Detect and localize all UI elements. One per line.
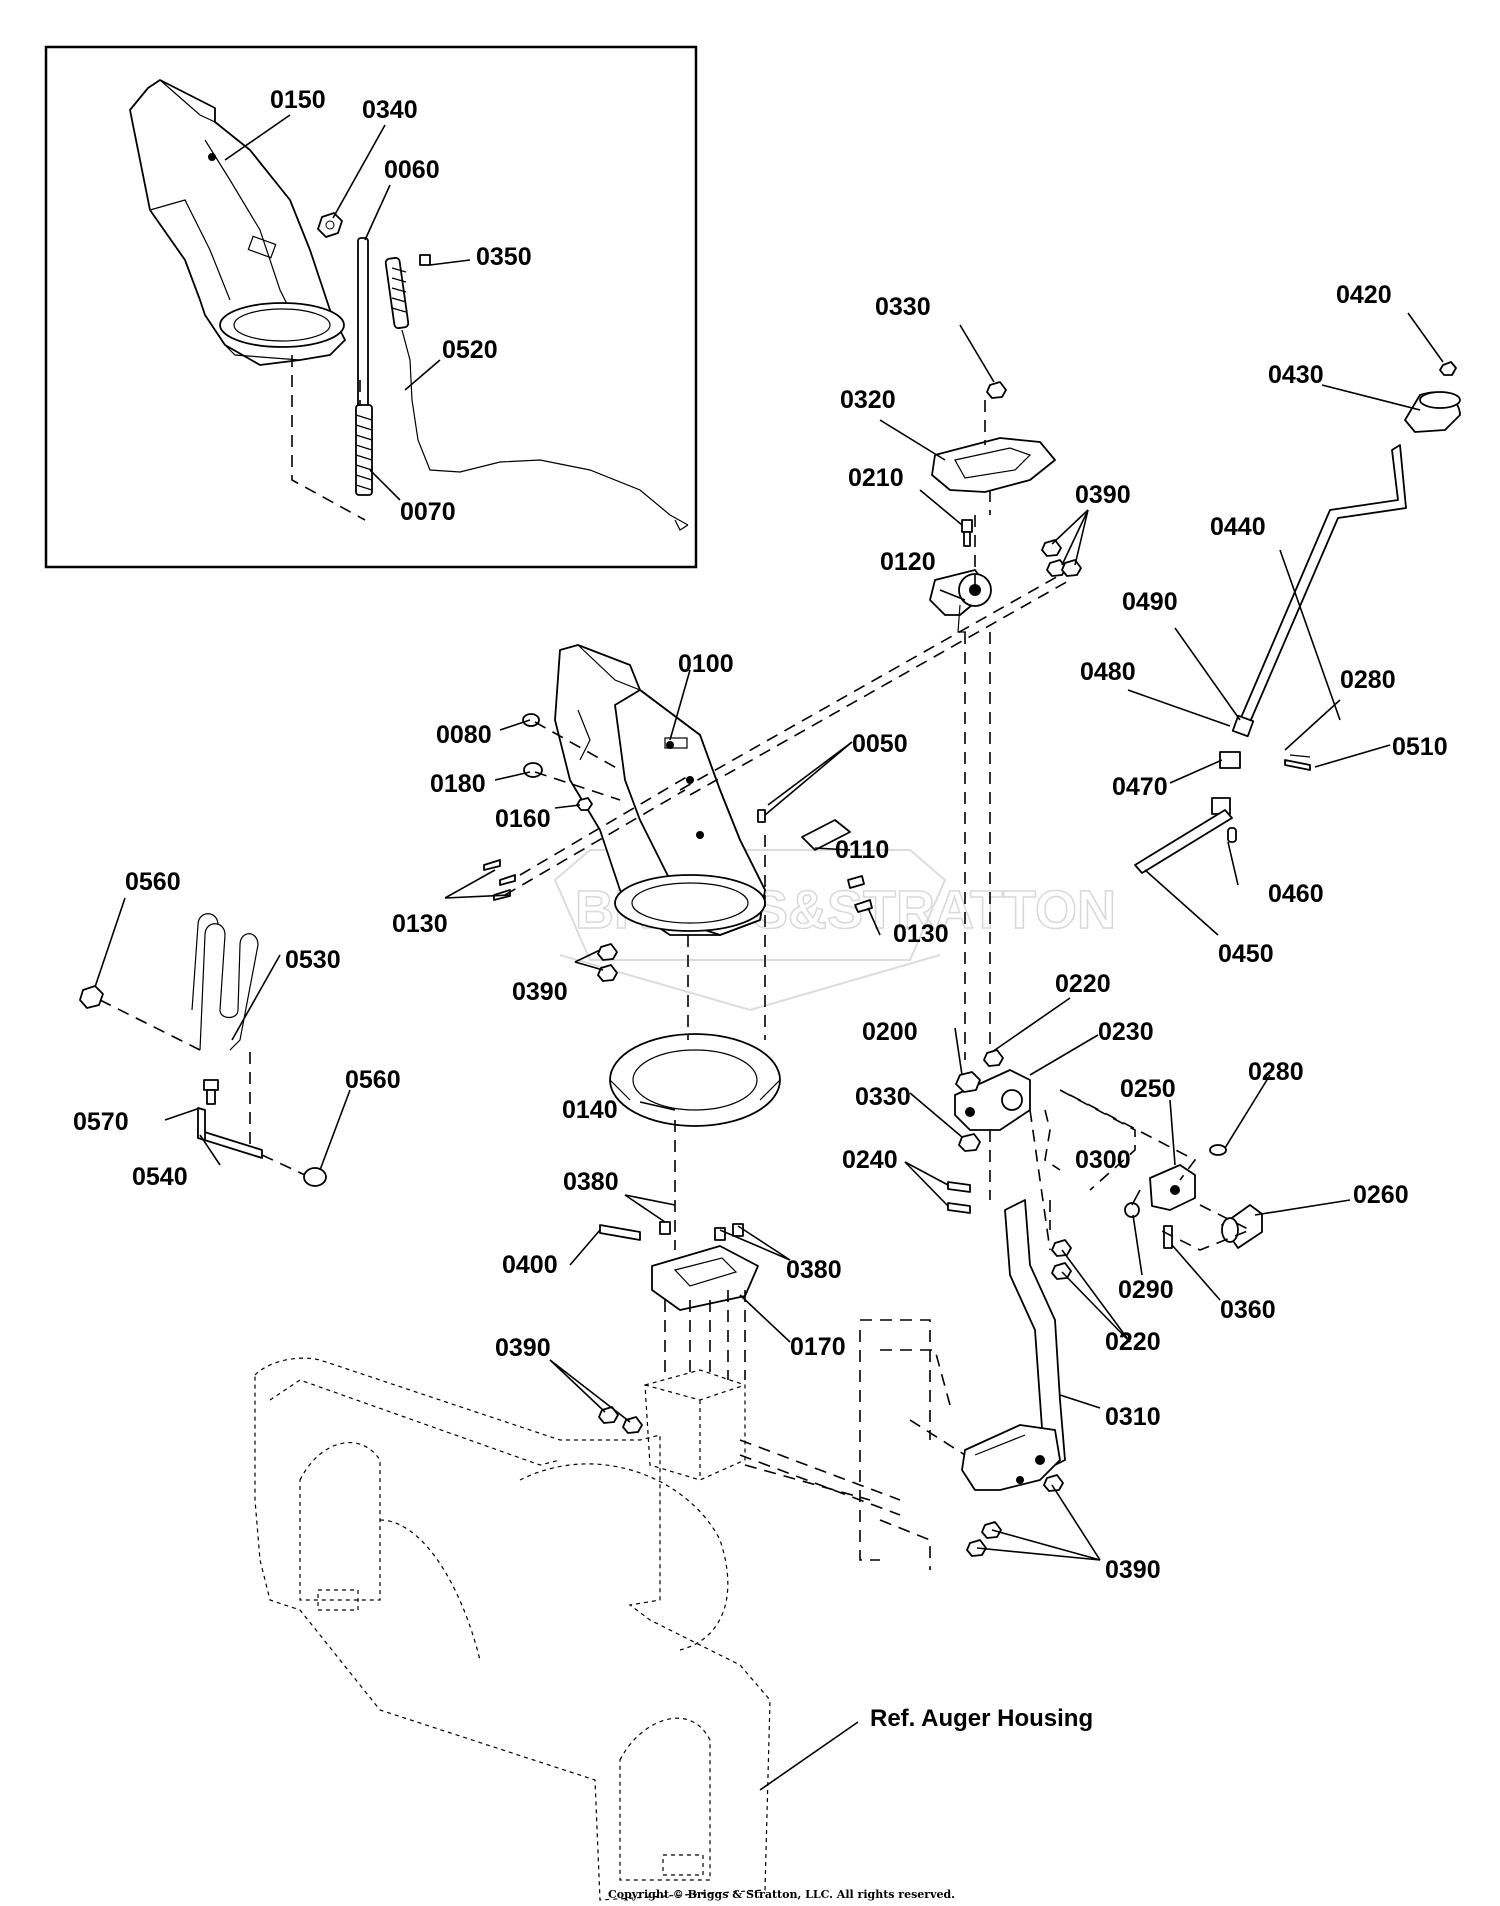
washer-0280-lower [1209,1144,1227,1156]
bracket-0540 [197,1079,263,1159]
label-0310: 0310 [1105,1403,1161,1431]
label-0060: 0060 [384,156,440,184]
nut-0330-lower [958,1133,981,1152]
label-0200: 0200 [862,1018,918,1046]
alignment-lines [99,400,1252,1570]
copyright-notice: Copyright © Briggs & Stratton, LLC. All … [608,1888,955,1901]
label-0390-left: 0390 [495,1334,551,1362]
label-0110: 0110 [835,836,889,864]
label-0220-top: 0220 [1055,970,1111,998]
label-0100: 0100 [678,650,734,678]
label-0280-mid: 0280 [1248,1058,1304,1086]
label-0380-top: 0380 [563,1168,619,1196]
washer-0290 [1124,1202,1140,1218]
label-0250: 0250 [1120,1075,1176,1103]
small-fasteners [483,381,1082,1434]
label-0130-left: 0130 [392,910,448,938]
nut-0560-top [79,985,104,1009]
label-0560-bottom: 0560 [345,1066,401,1094]
nuts-0220-lower [1051,1239,1072,1280]
label-0070: 0070 [400,498,456,526]
label-0330-mid: 0330 [855,1083,911,1111]
nut-0220-upper [983,1049,1004,1067]
ring-0140 [609,1033,781,1127]
label-0430: 0430 [1268,361,1324,389]
label-0400: 0400 [502,1251,558,1279]
label-0520: 0520 [442,336,498,364]
label-0320: 0320 [840,386,896,414]
label-0120: 0120 [880,548,936,576]
label-0340: 0340 [362,96,418,124]
label-0480: 0480 [1080,658,1136,686]
nut-0340 [317,212,343,238]
label-0450: 0450 [1218,940,1274,968]
label-0440: 0440 [1210,513,1266,541]
auger-housing [254,1357,771,1901]
cap-0560-bottom [303,1167,327,1187]
label-0180: 0180 [430,770,486,798]
label-0420: 0420 [1336,281,1392,309]
label-0470: 0470 [1112,773,1168,801]
label-0390-bottom: 0390 [1105,1556,1161,1584]
label-0350: 0350 [476,243,532,271]
control-cover-0320 [931,437,1056,493]
nuts-0390-bottom [966,1474,1064,1557]
label-0210: 0210 [848,464,904,492]
label-0330-top: 0330 [875,293,931,321]
joint-0470 [1134,714,1311,874]
lever-0310 [961,1199,1066,1491]
leader-lines [94,114,1444,1791]
bolts-0380 [659,1221,744,1241]
screw-0360 [1163,1225,1173,1249]
label-0130-right: 0130 [893,920,949,948]
label-0460: 0460 [1268,880,1324,908]
label-0220-bottom: 0220 [1105,1328,1161,1356]
bolt-0210 [961,519,973,547]
bracket-0120 [929,569,992,633]
label-0390-top: 0390 [1075,481,1131,509]
label-0390-mid: 0390 [512,978,568,1006]
label-0080: 0080 [436,721,492,749]
label-0540: 0540 [132,1163,188,1191]
label-0140: 0140 [562,1096,618,1124]
label-0050: 0050 [852,730,908,758]
nut-0200 [955,1071,981,1093]
label-0290: 0290 [1118,1276,1174,1304]
cap-0350 [419,254,431,266]
label-0160: 0160 [495,805,551,833]
label-0560-top: 0560 [125,868,181,896]
label-0360: 0360 [1220,1296,1276,1324]
label-0150: 0150 [270,86,326,114]
inset-panel [44,45,698,569]
spring-0070 [355,404,373,496]
plate-0170 [651,1245,759,1311]
label-0170: 0170 [790,1333,846,1361]
label-0280-top: 0280 [1340,666,1396,694]
mount-0250 [1149,1164,1196,1211]
chute-0100 [554,644,766,936]
part-labels: 0150 0340 0060 0350 0520 0070 0330 0420 … [73,86,1448,1584]
bracket-0230 [954,1069,1031,1131]
spring-0530 [191,913,259,1051]
label-0510: 0510 [1392,733,1448,761]
label-0260: 0260 [1353,1181,1409,1209]
label-0380-right: 0380 [786,1256,842,1284]
label-0230: 0230 [1098,1018,1154,1046]
bolt-0400 [599,1224,641,1241]
label-0570: 0570 [73,1108,129,1136]
cable-0520 [384,256,689,531]
bolts-0240 [947,1181,971,1214]
label-0530: 0530 [285,946,341,974]
reference-auger-housing: Ref. Auger Housing [870,1705,1093,1732]
label-0300: 0300 [1075,1146,1131,1174]
label-0240: 0240 [842,1146,898,1174]
label-0490: 0490 [1122,588,1178,616]
